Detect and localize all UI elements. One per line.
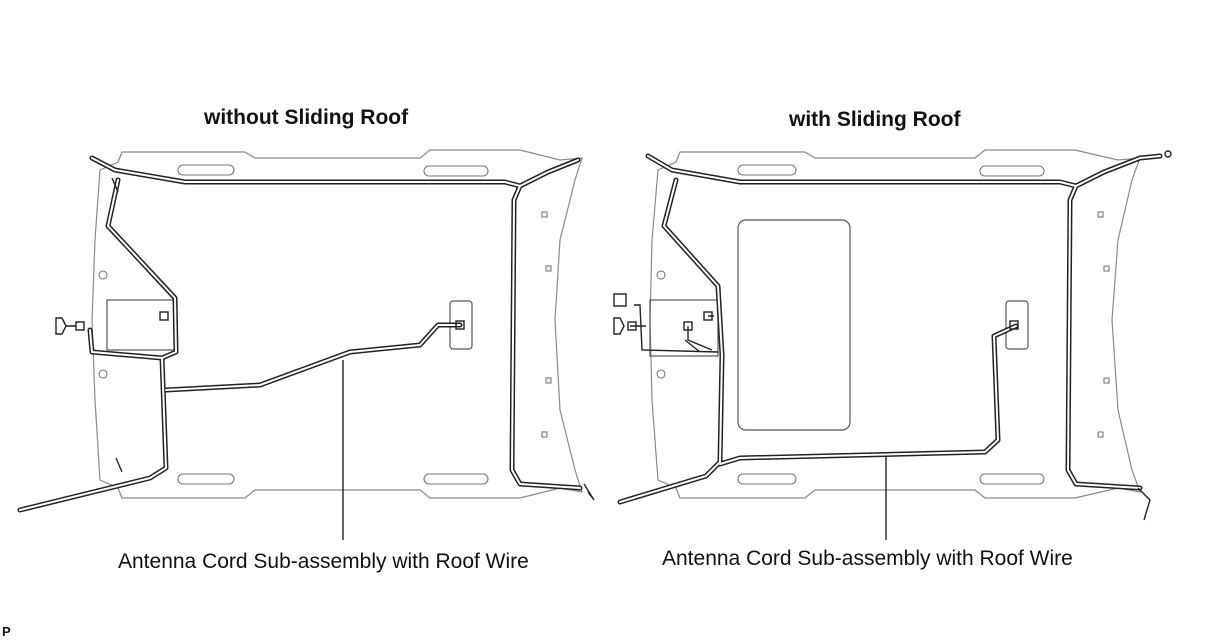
title-with-sliding-roof: with Sliding Roof — [789, 108, 961, 131]
roof-wire-right-inner — [619, 155, 1161, 503]
connector — [703, 311, 713, 321]
drain-hose — [1137, 487, 1151, 521]
roof-wire-left-inner — [19, 157, 581, 511]
handle-recess — [423, 165, 489, 177]
handle-recess — [177, 473, 235, 485]
handle-recess — [737, 164, 797, 176]
handle-recess — [979, 165, 1045, 177]
connector — [55, 317, 76, 335]
clip-hole — [545, 265, 552, 272]
connector — [627, 321, 637, 331]
clip-hole — [1097, 211, 1104, 218]
connector — [1009, 320, 1019, 330]
clamp — [111, 177, 595, 501]
corner-mark: P — [2, 624, 11, 639]
clip-hole — [1097, 431, 1104, 438]
connector — [683, 321, 693, 331]
clip-hole — [541, 211, 548, 218]
headliner-with-sliding-roof — [613, 149, 1172, 540]
callout-antenna-cord-left: Antenna Cord Sub-assembly with Roof Wire — [118, 550, 529, 573]
roof-wire-right — [617, 153, 1163, 505]
connector — [455, 320, 465, 330]
clip-hole — [545, 377, 552, 384]
clip-hole — [98, 369, 108, 379]
clip-hole — [541, 431, 548, 438]
connector — [159, 311, 169, 321]
clip-hole — [1103, 265, 1110, 272]
connector — [613, 293, 627, 307]
clip-hole — [656, 369, 666, 379]
handle-recess — [177, 164, 235, 176]
antenna-mount — [1005, 300, 1029, 350]
title-without-sliding-roof: without Sliding Roof — [204, 106, 409, 129]
handle-recess — [423, 473, 489, 485]
headliner-without-sliding-roof — [17, 149, 595, 540]
connector — [1164, 150, 1172, 158]
clip-hole — [1103, 377, 1110, 384]
callout-antenna-cord-right: Antenna Cord Sub-assembly with Roof Wire — [662, 547, 1073, 570]
sunroof-opening — [737, 219, 851, 431]
dome-lamp-opening — [106, 299, 176, 351]
clip-hole — [98, 270, 108, 280]
connector — [613, 317, 625, 335]
connector — [75, 321, 85, 331]
dome-lamp-harness — [630, 304, 719, 353]
clip-hole — [656, 270, 666, 280]
handle-recess — [737, 473, 797, 485]
handle-recess — [979, 473, 1045, 485]
roof-wire-left — [17, 155, 583, 513]
